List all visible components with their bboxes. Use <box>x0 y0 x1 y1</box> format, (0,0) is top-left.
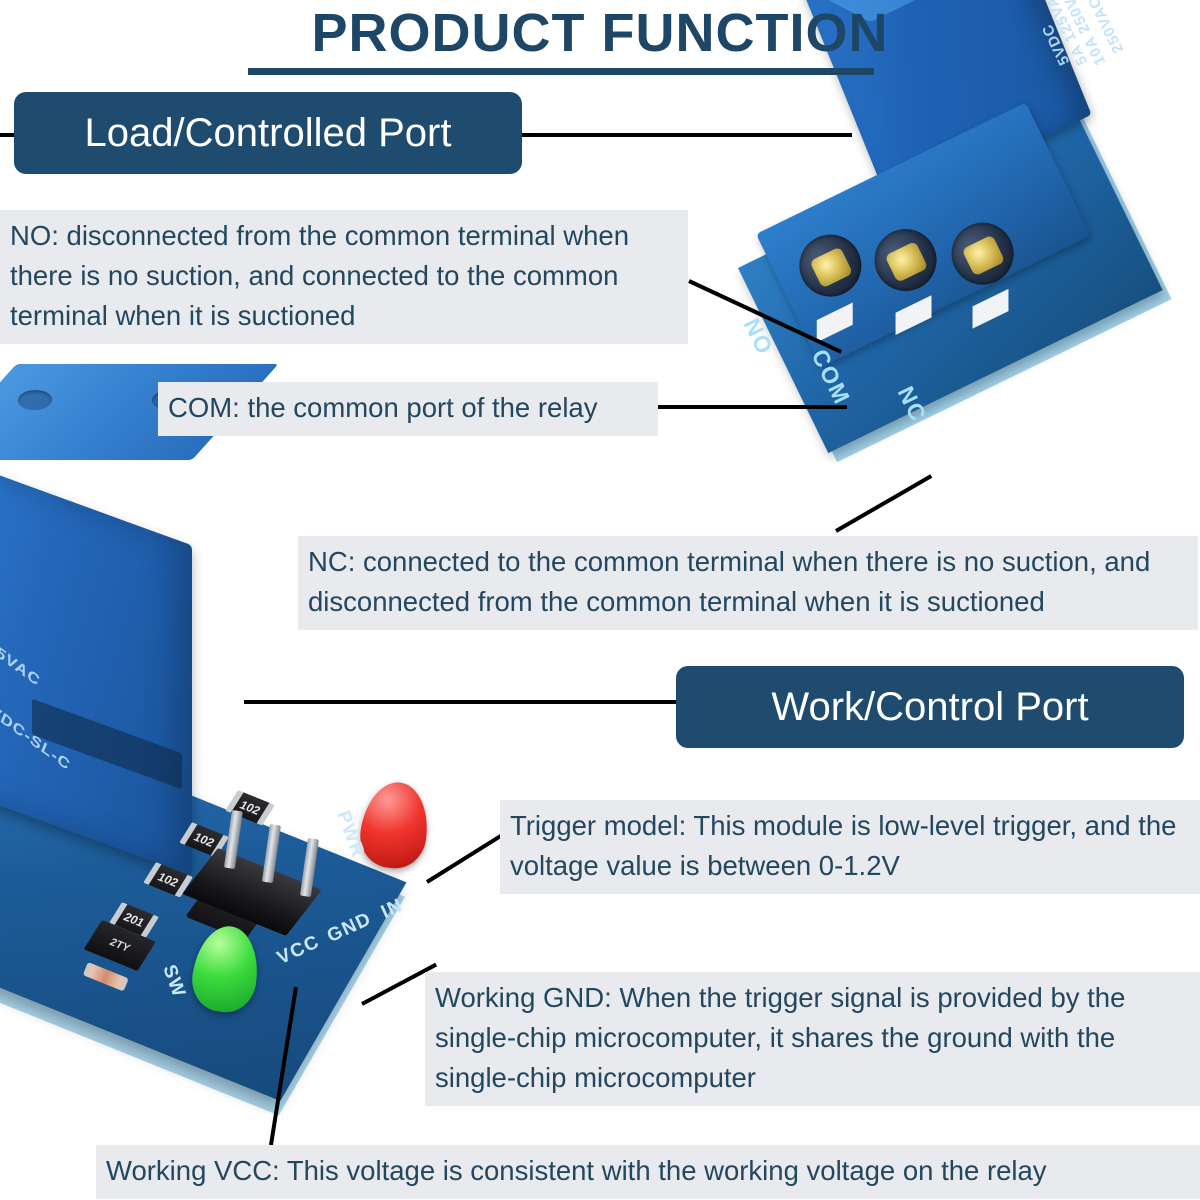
page-title: PRODUCT FUNCTION <box>311 3 889 63</box>
terminal-screw-com <box>864 218 948 302</box>
relay-module-photo-top-right: 5VDC 10A 250VAC 5A 125VAC 250VAC NO COM … <box>720 0 1200 500</box>
relay-body-bottom-left: 10A 125VAC 28VDC SRD-05VDC-SL-C <box>0 450 192 876</box>
callout-trigger-model-description: Trigger model: This module is low-level … <box>500 800 1200 894</box>
section-badge-work-control-port[interactable]: Work/Control Port <box>676 666 1184 748</box>
leader-line-work-port <box>244 700 678 704</box>
relay-marking-10a-125vac: 10A 125VAC <box>0 606 43 690</box>
callout-working-gnd-description: Working GND: When the trigger signal is … <box>425 972 1200 1106</box>
terminal-screw-no <box>788 224 872 308</box>
callout-working-vcc-description: Working VCC: This voltage is consistent … <box>96 1145 1200 1199</box>
title-underline <box>248 68 874 75</box>
section-badge-load-controlled-port[interactable]: Load/Controlled Port <box>14 92 522 174</box>
relay-module-photo-bottom-left: 10A 125VAC 28VDC SRD-05VDC-SL-C 102 102 … <box>0 364 490 1116</box>
callout-no-description: NO: disconnected from the common termina… <box>0 210 688 344</box>
leader-line-com <box>657 405 847 409</box>
callout-nc-description: NC: connected to the common terminal whe… <box>298 536 1198 630</box>
power-led-red <box>356 778 434 873</box>
wire-slot-no <box>816 302 853 343</box>
callout-com-description: COM: the common port of the relay <box>158 382 658 436</box>
relay-dimple-left <box>17 390 53 410</box>
